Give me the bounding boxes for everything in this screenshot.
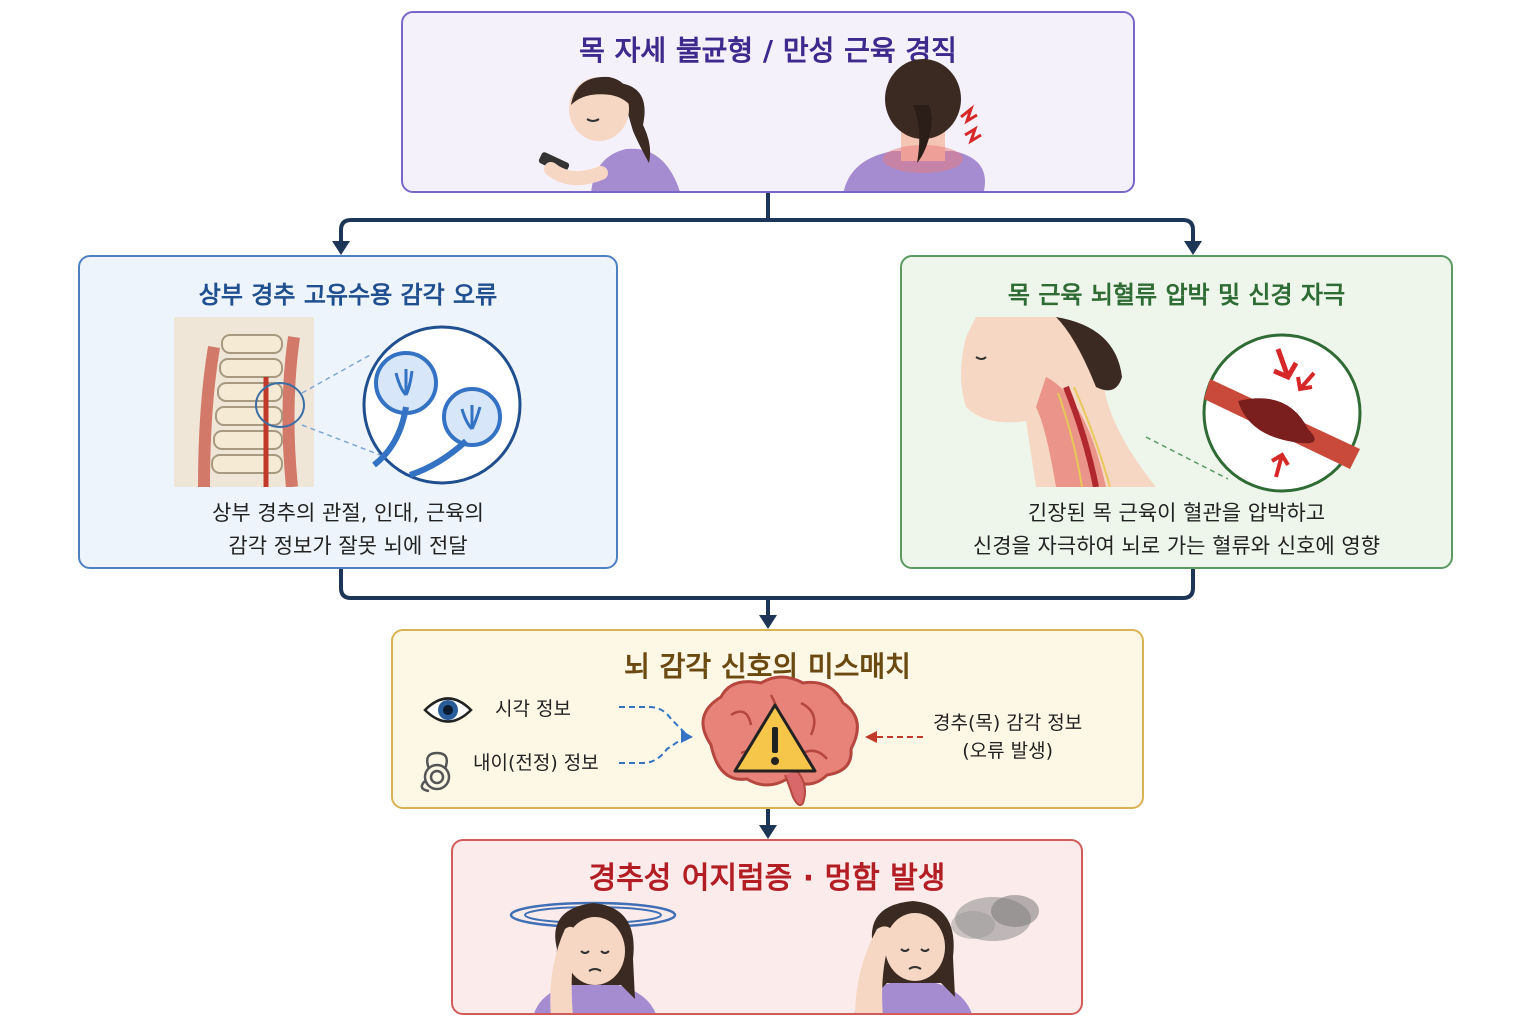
connector-top-split bbox=[339, 193, 1195, 243]
vascular-title: 목 근육 뇌혈류 압박 및 신경 자극 bbox=[1007, 281, 1346, 309]
arrowhead-bottom bbox=[759, 825, 777, 839]
phone-posture-figure bbox=[538, 76, 680, 191]
vascular-desc-line2: 신경을 자극하여 뇌로 가는 혈류와 신호에 영향 bbox=[972, 534, 1381, 558]
mismatch-title: 뇌 감각 신호의 미스매치 bbox=[624, 650, 911, 683]
sensory-mismatch-box: 뇌 감각 신호의 미스매치 시각 정보 내이(전정) 정보 경추(목) 감각 정… bbox=[391, 629, 1144, 809]
cervical-spine-illustration bbox=[174, 317, 314, 487]
proprioception-title: 상부 경추 고유수용 감각 오류 bbox=[198, 281, 498, 309]
arrowhead-left bbox=[332, 241, 350, 255]
vascular-desc-line1: 긴장된 목 근육이 혈관을 압박하고 bbox=[1027, 501, 1326, 525]
cervical-info-label-line1: 경추(목) 감각 정보 bbox=[933, 712, 1083, 734]
eye-icon bbox=[423, 697, 473, 723]
result-title: 경추성 어지럼증 · 멍함 발생 bbox=[588, 861, 946, 896]
vascular-description: 긴장된 목 근육이 혈관을 압박하고 신경을 자극하여 뇌로 가는 혈류와 신호… bbox=[902, 497, 1451, 563]
brain-warning-icon bbox=[701, 675, 859, 806]
vascular-nerve-box: 목 근육 뇌혈류 압박 및 신경 자극 긴장된 목 근육이 혈관을 압박하고 신… bbox=[900, 255, 1453, 569]
cause-box: 목 자세 불균형 / 만성 근육 경직 bbox=[401, 11, 1135, 193]
input-arrows bbox=[619, 706, 693, 764]
compressed-vessel-magnifier bbox=[1145, 333, 1362, 493]
inner-ear-icon bbox=[420, 751, 451, 793]
cause-title: 목 자세 불균형 / 만성 근육 경직 bbox=[579, 34, 957, 67]
vestibular-info-label: 내이(전정) 정보 bbox=[473, 752, 599, 774]
cervical-info-label: 경추(목) 감각 정보 (오류 발생) bbox=[933, 709, 1082, 765]
cervical-input-arrow bbox=[865, 731, 923, 743]
cervical-info-label-line2: (오류 발생) bbox=[962, 740, 1054, 762]
result-box: 경추성 어지럼증 · 멍함 발생 bbox=[451, 839, 1083, 1015]
dizzy-woman-figure bbox=[509, 901, 677, 1013]
foggy-woman-figure bbox=[854, 895, 1039, 1013]
visual-info-label: 시각 정보 bbox=[495, 698, 571, 720]
arrowhead-middle bbox=[759, 615, 777, 629]
neck-pain-figure bbox=[843, 59, 985, 191]
proprioceptor-magnifier bbox=[301, 325, 522, 485]
connector-merge bbox=[339, 569, 1195, 617]
proprioception-error-box: 상부 경추 고유수용 감각 오류 상부 경추의 관절, 인대, 근육의 감각 정… bbox=[78, 255, 618, 569]
proprioception-description: 상부 경추의 관절, 인대, 근육의 감각 정보가 잘못 뇌에 전달 bbox=[80, 497, 616, 563]
proprioception-desc-line1: 상부 경추의 관절, 인대, 근육의 bbox=[212, 501, 484, 525]
neck-vessel-illustration bbox=[961, 317, 1156, 487]
proprioception-desc-line2: 감각 정보가 잘못 뇌에 전달 bbox=[228, 534, 468, 558]
arrowhead-right bbox=[1184, 241, 1202, 255]
